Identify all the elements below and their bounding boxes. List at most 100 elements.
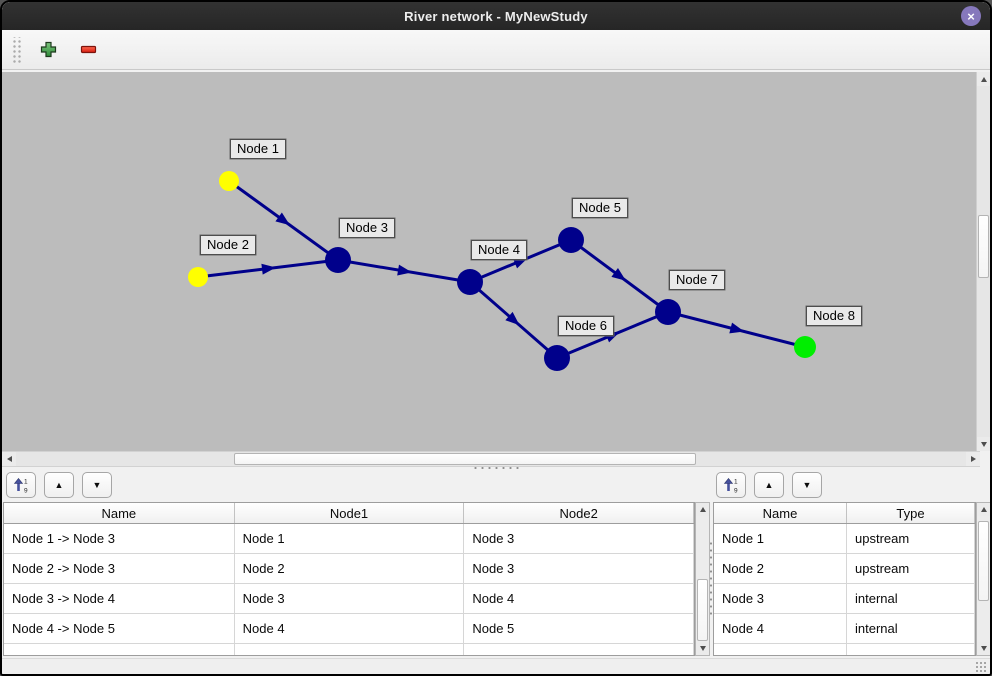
nodes-table-scrollbar[interactable]: [976, 502, 990, 656]
table-filler-row: [4, 644, 694, 655]
column-header[interactable]: Name: [4, 503, 235, 523]
node-label-4[interactable]: Node 4: [471, 240, 527, 260]
links-table-scrollbar[interactable]: [695, 502, 710, 656]
scroll-up-button[interactable]: [977, 503, 990, 516]
node-7[interactable]: [655, 299, 681, 325]
table-cell: Node 3 -> Node 4: [4, 584, 235, 613]
table-cell: Node 3: [464, 524, 694, 553]
network-canvas[interactable]: Node 1 Node 2 Node 3 Node 4 Node 5 Node 6 Node…: [2, 72, 976, 451]
flow-direction-arrow: [261, 263, 276, 275]
table-cell: Node 2: [235, 554, 465, 583]
flow-direction-arrow: [397, 264, 412, 276]
up-arrow-icon: [980, 76, 987, 82]
table-cell: internal: [847, 614, 975, 643]
move-down-icon: ▼: [92, 480, 102, 490]
links-table-toolbar: 1 9 ▲ ▼: [6, 471, 112, 499]
scroll-down-button[interactable]: [977, 642, 990, 655]
table-cell: Node 1: [235, 524, 465, 553]
scroll-down-button[interactable]: [696, 642, 709, 655]
horizontal-splitter-handle[interactable]: [472, 466, 520, 470]
remove-button[interactable]: [74, 36, 102, 64]
node-label-3[interactable]: Node 3: [339, 218, 395, 238]
node-6[interactable]: [544, 345, 570, 371]
sort-ascending-icon: 1 9: [13, 477, 28, 494]
table-cell: upstream: [847, 524, 975, 553]
node-8[interactable]: [794, 336, 816, 358]
scroll-up-button[interactable]: [696, 503, 709, 516]
table-cell: Node 4: [464, 584, 694, 613]
node-3[interactable]: [325, 247, 351, 273]
links-move-down-button[interactable]: ▼: [82, 472, 112, 498]
flow-direction-arrow: [512, 257, 528, 269]
column-header[interactable]: Type: [847, 503, 975, 523]
scroll-right-button[interactable]: [966, 452, 980, 466]
node-label-2[interactable]: Node 2: [200, 235, 256, 255]
column-header[interactable]: Node1: [235, 503, 465, 523]
vertical-scrollbar-thumb[interactable]: [978, 215, 989, 278]
table-cell: Node 3: [714, 584, 847, 613]
down-arrow-icon: [699, 646, 706, 651]
up-arrow-icon: [699, 507, 706, 512]
table-cell: [235, 644, 465, 655]
table-cell: Node 5: [464, 614, 694, 643]
table-cell: Node 3: [464, 554, 694, 583]
right-arrow-icon: [970, 456, 976, 462]
node-label-5[interactable]: Node 5: [572, 198, 628, 218]
scroll-down-button[interactable]: [977, 437, 990, 451]
down-arrow-icon: [980, 441, 987, 447]
canvas-vertical-scrollbar[interactable]: [976, 72, 990, 451]
minus-icon: [80, 45, 96, 54]
node-4[interactable]: [457, 269, 483, 295]
flow-direction-arrow: [275, 212, 290, 226]
scrollbar-thumb[interactable]: [697, 579, 708, 641]
column-header[interactable]: Name: [714, 503, 847, 523]
table-cell: Node 2 -> Node 3: [4, 554, 235, 583]
close-button[interactable]: ×: [961, 6, 981, 26]
nodes-move-down-button[interactable]: ▼: [792, 472, 822, 498]
node-1[interactable]: [219, 171, 239, 191]
links-sort-button[interactable]: 1 9: [6, 472, 36, 498]
title-bar: River network - MyNewStudy ×: [2, 2, 990, 30]
toolbar-drag-handle[interactable]: [11, 36, 22, 63]
river-network-graph: [188, 171, 816, 371]
nodes-table-toolbar: 1 9 ▲ ▼: [716, 471, 822, 499]
svg-text:1: 1: [734, 478, 738, 485]
table-cell: upstream: [847, 554, 975, 583]
column-header[interactable]: Node2: [464, 503, 694, 523]
flow-direction-arrow: [611, 268, 626, 281]
node-5[interactable]: [558, 227, 584, 253]
canvas-horizontal-scrollbar[interactable]: [2, 451, 980, 467]
node-label-8[interactable]: Node 8: [806, 306, 862, 326]
add-button[interactable]: [34, 36, 62, 64]
nodes-move-up-button[interactable]: ▲: [754, 472, 784, 498]
nodes-sort-button[interactable]: 1 9: [716, 472, 746, 498]
node-label-7[interactable]: Node 7: [669, 270, 725, 290]
vertical-splitter-handle[interactable]: [709, 540, 713, 616]
status-bar: [2, 658, 990, 674]
resize-grip[interactable]: [975, 661, 986, 672]
move-down-icon: ▼: [802, 480, 812, 490]
plus-icon: [40, 41, 56, 58]
scroll-left-button[interactable]: [2, 452, 16, 466]
links-move-up-button[interactable]: ▲: [44, 472, 74, 498]
scrollbar-thumb[interactable]: [978, 521, 989, 601]
close-icon: ×: [967, 8, 975, 24]
node-label-6[interactable]: Node 6: [558, 316, 614, 336]
node-label-1[interactable]: Node 1: [230, 139, 286, 159]
horizontal-scrollbar-thumb[interactable]: [234, 453, 696, 465]
node-2[interactable]: [188, 267, 208, 287]
scroll-up-button[interactable]: [977, 72, 990, 86]
svg-text:9: 9: [24, 487, 28, 494]
